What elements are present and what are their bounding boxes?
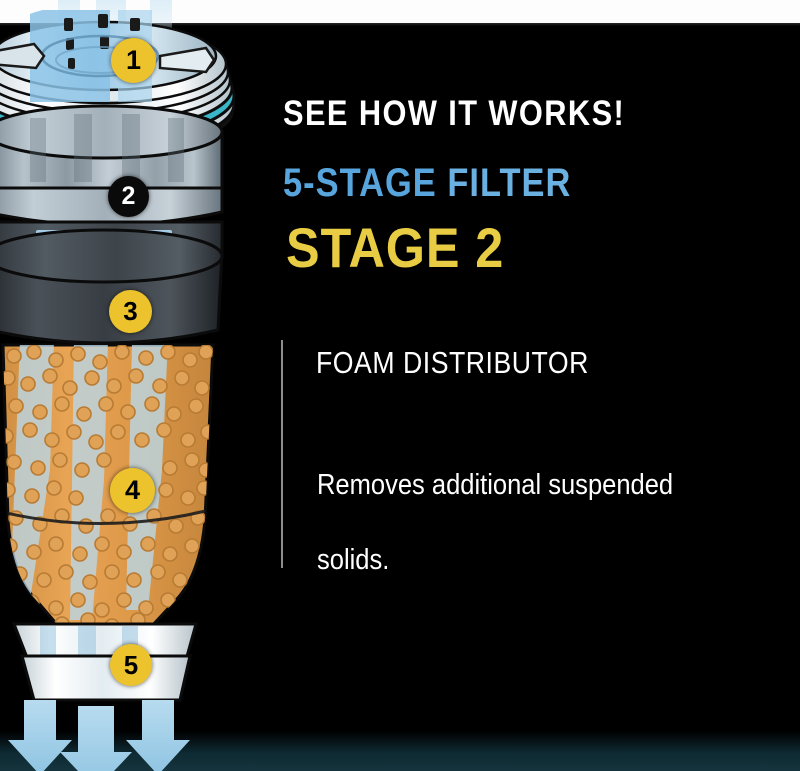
top-white-strip [0, 0, 800, 23]
bottom-gradient-band [0, 731, 800, 771]
part-name-heading: FOAM DISTRIBUTOR [316, 345, 589, 380]
stage-4-media-bed [1, 343, 215, 630]
filter-subtitle: 5-STAGE FILTER [283, 163, 571, 203]
top-strip-shadow [0, 23, 800, 26]
outflow-arrows [8, 700, 190, 771]
subtitle-rest: FILTER [447, 161, 572, 205]
stage-badge-2[interactable]: 2 [108, 176, 149, 217]
stage-5-outlet-nozzle [11, 622, 198, 702]
stage-badge-1[interactable]: 1 [111, 38, 156, 83]
vertical-divider [281, 340, 283, 568]
stage-badge-3[interactable]: 3 [109, 290, 152, 333]
part-description: Removes additional suspended solids. [317, 469, 674, 576]
stage-badge-5[interactable]: 5 [110, 644, 152, 686]
stage-2-foam-distributor [0, 104, 224, 227]
stage-3-housing [0, 228, 224, 345]
page-title: STAGE 2 [286, 216, 505, 279]
info-panel: SEE HOW IT WORKS! 5-STAGE FILTER STAGE 2… [280, 0, 800, 771]
stage-badge-4[interactable]: 4 [110, 468, 155, 513]
subtitle-highlight: 5-STAGE [283, 161, 437, 205]
filter-cutaway-illustration [0, 0, 250, 771]
kicker-headline: SEE HOW IT WORKS! [283, 94, 626, 133]
